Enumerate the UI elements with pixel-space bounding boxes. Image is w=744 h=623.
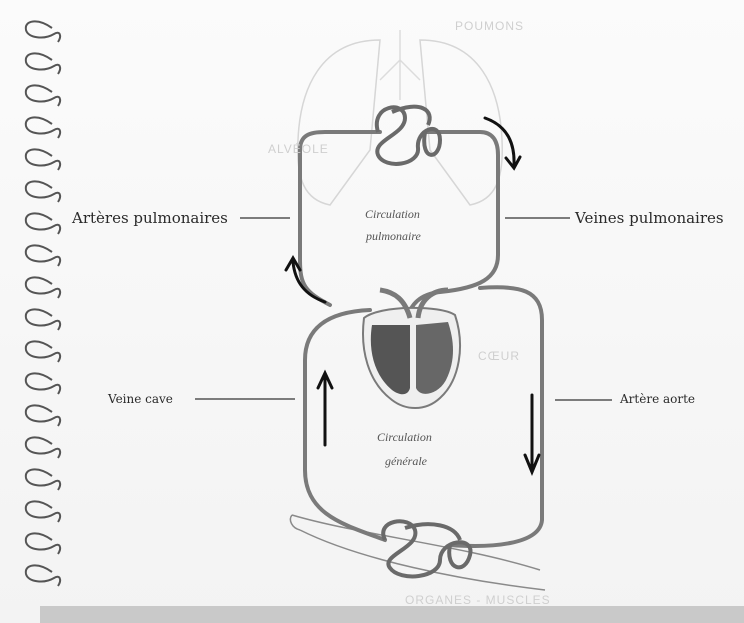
spiral-ring-icon <box>26 117 60 138</box>
spiral-ring-icon <box>26 565 60 586</box>
spiral-ring-icon <box>26 21 60 42</box>
lung-capillaries <box>377 107 440 164</box>
spiral-ring-icon <box>26 437 60 458</box>
label-pulmonary-circulation-line1: Circulation <box>365 207 420 221</box>
spiral-ring-icon <box>26 309 60 330</box>
spiral-ring-icon <box>26 85 60 106</box>
spiral-ring-icon <box>26 181 60 202</box>
spiral-ring-icon <box>26 213 60 234</box>
label-alveoli: ALVÉOLE <box>268 141 329 156</box>
spiral-ring-icon <box>26 469 60 490</box>
spiral-ring-icon <box>26 373 60 394</box>
spiral-binding <box>26 21 60 586</box>
label-vena-cava: Veine cave <box>107 392 173 406</box>
spiral-ring-icon <box>26 149 60 170</box>
label-general-circulation-line1: Circulation <box>377 430 432 444</box>
spiral-ring-icon <box>26 501 60 522</box>
label-general-circulation-line2: générale <box>385 454 428 468</box>
label-pulmonary-circulation-line2: pulmonaire <box>365 229 422 243</box>
label-heart: CŒUR <box>478 349 520 363</box>
spiral-ring-icon <box>26 53 60 74</box>
lungs-outline <box>298 30 503 205</box>
page-shadow <box>40 606 744 623</box>
label-pulmonary-veins: Veines pulmonaires <box>574 209 724 227</box>
spiral-ring-icon <box>26 245 60 266</box>
label-pulmonary-arteries: Artères pulmonaires <box>71 209 228 227</box>
spiral-ring-icon <box>26 405 60 426</box>
label-organs-muscles: ORGANES - MUSCLES <box>405 593 551 607</box>
spiral-ring-icon <box>26 533 60 554</box>
heart <box>363 290 460 408</box>
label-lungs: POUMONS <box>455 19 524 33</box>
spiral-ring-icon <box>26 277 60 298</box>
label-aorta: Artère aorte <box>619 392 695 406</box>
spiral-ring-icon <box>26 341 60 362</box>
